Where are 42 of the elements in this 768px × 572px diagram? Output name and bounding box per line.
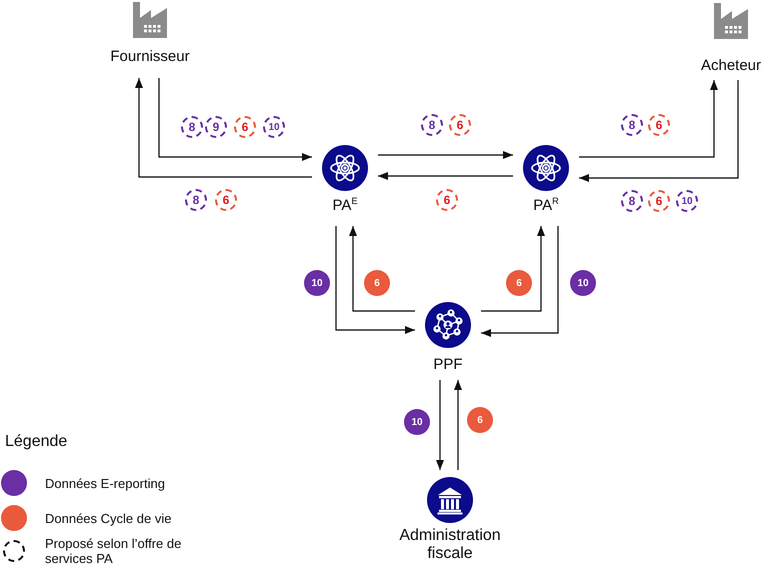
legend-label: Données E-reporting <box>45 476 166 490</box>
number-badge: 10 <box>263 116 285 138</box>
number-badge: 6 <box>467 407 493 433</box>
arrow <box>436 380 444 470</box>
number-badge: 8 <box>621 190 643 212</box>
number-badge: 9 <box>205 116 227 138</box>
legend-label: Données Cycle de vie <box>45 510 172 526</box>
node-label: Acheteur <box>700 57 762 75</box>
number-badge: 6 <box>506 270 532 296</box>
arrow <box>454 380 462 470</box>
arrow <box>481 226 545 312</box>
arrow <box>135 78 312 178</box>
node-label: PA$^{E}$ <box>332 197 358 215</box>
number-badge: 6 <box>648 114 670 136</box>
node-label: PPF <box>433 356 463 374</box>
arrow <box>335 226 415 334</box>
number-badge: 8 <box>421 114 443 136</box>
number-badge: 10 <box>676 190 698 212</box>
legend-title: Légende <box>5 432 68 452</box>
number-badge: 10 <box>570 270 596 296</box>
number-badge: 6 <box>449 114 471 136</box>
number-badge: 6 <box>648 190 670 212</box>
number-badge: 6 <box>234 116 256 138</box>
number-badge: 6 <box>436 189 458 211</box>
arrow <box>378 172 513 180</box>
number-badge: 6 <box>364 270 390 296</box>
node-label: PA$^{R}$ <box>533 197 559 215</box>
node-label: Administration fiscale <box>398 527 502 563</box>
legend-label: Proposé selon l’offre de services PA <box>45 536 182 566</box>
number-badge: 10 <box>404 409 430 435</box>
arrow <box>158 78 312 161</box>
number-badge: 8 <box>181 116 203 138</box>
arrow <box>378 151 513 159</box>
number-badge: 8 <box>185 189 207 211</box>
number-badge: 10 <box>304 270 330 296</box>
arrow <box>579 80 718 158</box>
node-label: Fournisseur <box>110 48 190 66</box>
arrow <box>579 80 739 182</box>
number-badge: 8 <box>621 114 643 136</box>
arrow <box>349 226 415 312</box>
arrow <box>481 226 559 337</box>
number-badge: 6 <box>215 189 237 211</box>
